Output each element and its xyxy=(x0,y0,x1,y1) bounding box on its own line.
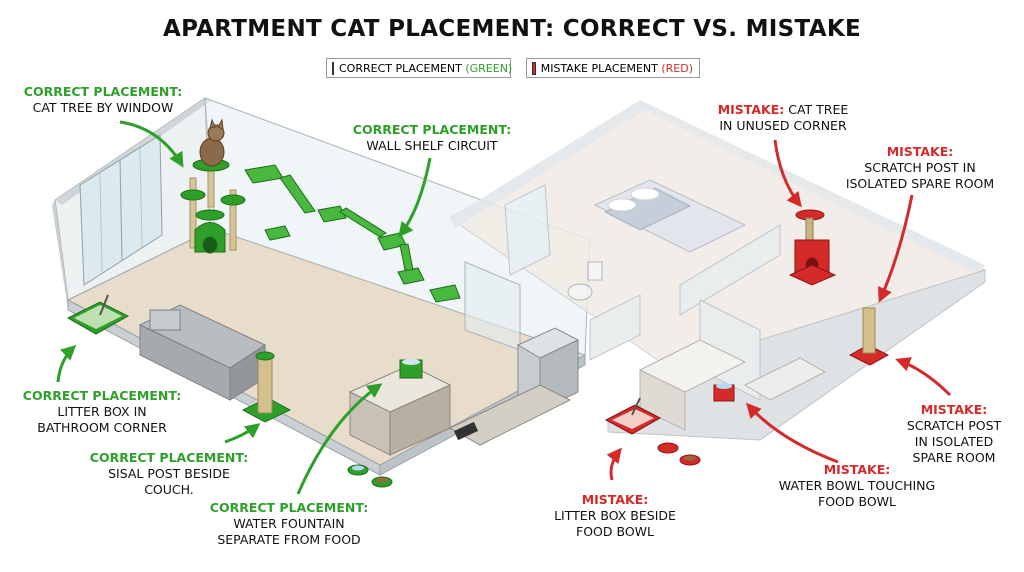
legend-correct-tag: (GREEN) xyxy=(465,61,513,75)
label-cat-tree-by-window: CORRECT PLACEMENT: CAT TREE BY WINDOW xyxy=(18,84,188,116)
wall-shelf-circuit xyxy=(244,164,461,303)
sisal-post-correct xyxy=(241,351,292,423)
kitchen-island xyxy=(348,359,452,456)
mistake-arrows xyxy=(606,139,952,481)
couch xyxy=(138,304,267,401)
label-heading: CORRECT PLACEMENT: xyxy=(89,450,249,465)
legend-correct: CORRECT PLACEMENT (GREEN) xyxy=(326,58,513,78)
legend-correct-label: CORRECT PLACEMENT xyxy=(339,61,466,75)
cat-figure xyxy=(199,118,225,167)
label-body: CAT TREE BY WINDOW xyxy=(32,100,174,115)
label-water-fountain: CORRECT PLACEMENT: WATER FOUNTAIN SEPARA… xyxy=(204,500,374,548)
label-body: WATER BOWL TOUCHING FOOD BOWL xyxy=(778,478,936,509)
cat-tree-mistake xyxy=(788,209,837,286)
legend-swatch-green xyxy=(332,61,334,75)
food-bowls-mistake xyxy=(657,383,735,466)
label-heading: CORRECT PLACEMENT: xyxy=(22,388,182,403)
litter-box-correct xyxy=(66,294,130,335)
legend-mistake-tag: (RED) xyxy=(661,61,693,75)
label-body: SCRATCH POST IN ISOLATED SPARE ROOM xyxy=(845,160,995,191)
legend-swatch-red xyxy=(532,61,536,75)
label-litter-box-food: MISTAKE: LITTER BOX BESIDE FOOD BOWL xyxy=(540,492,690,540)
legend-mistake: MISTAKE PLACEMENT (RED) xyxy=(526,58,700,78)
label-scratch-post-isolated: MISTAKE: SCRATCH POST IN ISOLATED SPARE … xyxy=(898,402,1010,466)
litter-box-mistake xyxy=(604,397,662,435)
label-body: WALL SHELF CIRCUIT xyxy=(366,138,498,153)
page-title: APARTMENT CAT PLACEMENT: CORRECT VS. MIS… xyxy=(163,16,861,42)
label-body: LITTER BOX IN BATHROOM CORNER xyxy=(37,404,167,435)
label-scratch-post-spare-room: MISTAKE: SCRATCH POST IN ISOLATED SPARE … xyxy=(842,144,998,192)
label-heading: CORRECT PLACEMENT: xyxy=(209,500,369,515)
label-heading: MISTAKE: xyxy=(581,492,649,507)
correct-arrows xyxy=(56,120,432,495)
scratch-post-mistake xyxy=(848,307,890,366)
legend-mistake-label: MISTAKE PLACEMENT xyxy=(540,61,662,75)
label-heading: MISTAKE: xyxy=(717,102,785,117)
label-litter-box-bathroom: CORRECT PLACEMENT: LITTER BOX IN BATHROO… xyxy=(18,388,186,436)
label-heading: CORRECT PLACEMENT: xyxy=(352,122,512,137)
label-heading: CORRECT PLACEMENT: xyxy=(23,84,183,99)
label-body: LITTER BOX BESIDE FOOD BOWL xyxy=(554,508,676,539)
label-sisal-post: CORRECT PLACEMENT: SISAL POST BESIDE COU… xyxy=(84,450,254,498)
food-bowls-correct xyxy=(347,464,393,488)
label-body: SCRATCH POST IN ISOLATED SPARE ROOM xyxy=(906,418,1002,465)
label-heading: MISTAKE: xyxy=(886,144,954,159)
label-body: WATER FOUNTAIN SEPARATE FROM FOOD xyxy=(217,516,361,547)
window xyxy=(79,134,163,286)
label-body: CAT TREE IN UNUSED CORNER xyxy=(719,102,849,133)
left-apartment xyxy=(52,97,591,488)
label-cat-tree-unused-corner: MISTAKE: CAT TREE IN UNUSED CORNER xyxy=(708,102,858,134)
label-heading: MISTAKE: xyxy=(920,402,988,417)
label-water-bowl-touching: MISTAKE: WATER BOWL TOUCHING FOOD BOWL xyxy=(772,462,942,510)
label-heading: MISTAKE: xyxy=(823,462,891,477)
label-wall-shelf-circuit: CORRECT PLACEMENT: WALL SHELF CIRCUIT xyxy=(352,122,512,154)
label-body: SISAL POST BESIDE COUCH. xyxy=(108,466,230,497)
right-apartment xyxy=(449,100,986,441)
